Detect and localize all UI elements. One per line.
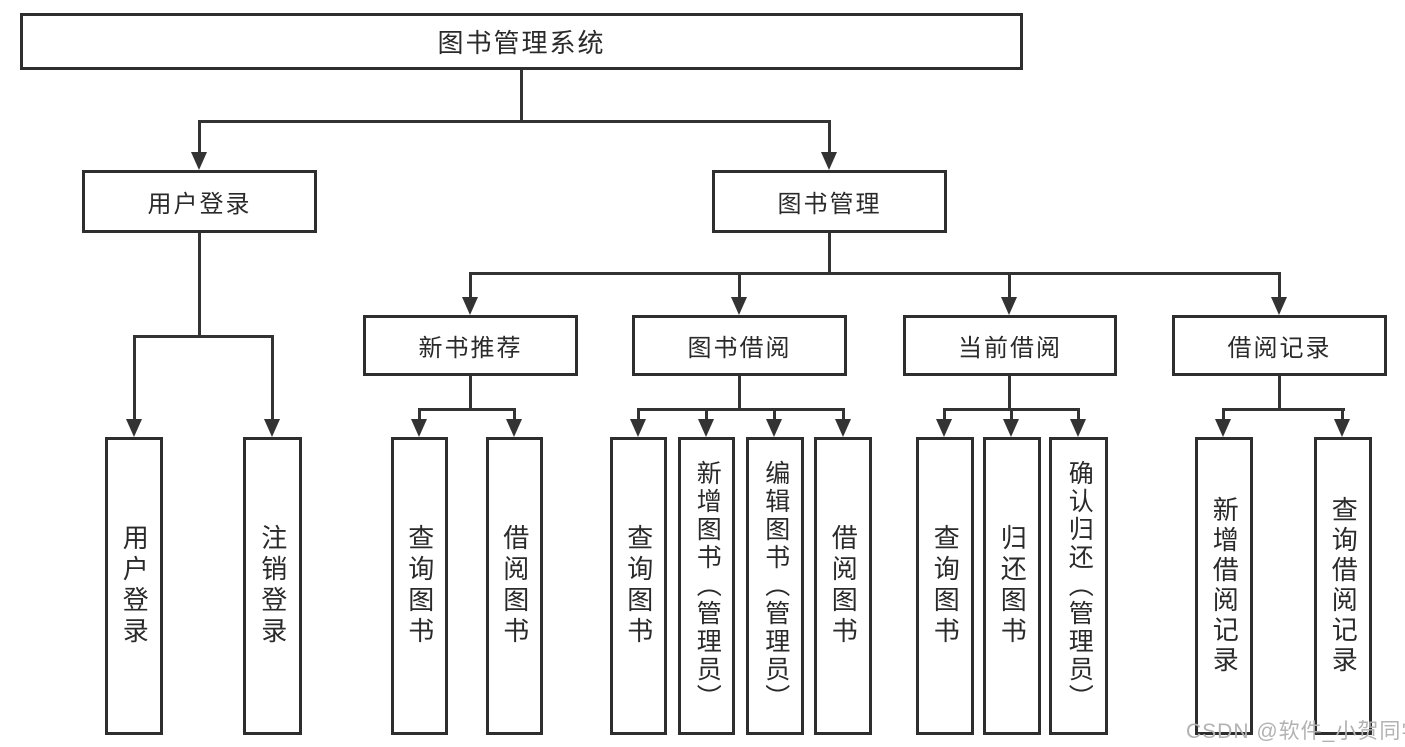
connector-line [469,376,472,410]
arrow-down-icon [1271,297,1287,315]
arrow-down-icon [630,419,646,437]
connector-line [418,408,421,421]
node-current-borrow-label: 当前借阅 [958,335,1062,362]
node-book-borrow: 图书借阅 [632,315,847,376]
connector-line [1278,272,1281,299]
connector-line [705,408,708,421]
leaf-edit-book-admin: 编辑图书（管理员） [746,437,804,735]
connector-line [271,335,274,421]
node-borrow-records: 借阅记录 [1172,315,1387,376]
connector-line [1222,408,1345,411]
connector-line [637,408,845,411]
arrow-down-icon [411,419,427,437]
arrow-down-icon [1001,297,1017,315]
node-user-login-label: 用户登录 [147,191,252,218]
arrow-down-icon [462,297,478,315]
arrow-down-icon [506,419,522,437]
connector-line [1222,408,1225,421]
connector-line [943,408,946,421]
node-book-management-label: 图书管理 [777,191,882,218]
node-root-label: 图书管理系统 [437,28,606,58]
node-book-borrow-label: 图书借阅 [687,335,792,362]
node-new-book-recommend-label: 新书推荐 [418,335,523,362]
arrow-down-icon [191,152,207,170]
node-user-login: 用户登录 [82,170,317,233]
leaf-query-borrow-record: 查询借阅记录 [1314,437,1372,735]
connector-line [198,120,201,154]
leaf-label: 新增借阅记录 [1209,496,1240,676]
leaf-query-book-1: 查询图书 [391,437,448,735]
node-current-borrow: 当前借阅 [903,315,1117,376]
connector-line [1341,408,1344,421]
leaf-label: 注销登录 [257,524,288,648]
leaf-logout: 注销登录 [243,437,302,735]
leaf-label: 编辑图书（管理员） [761,460,790,712]
leaf-label: 查询图书 [404,524,435,648]
leaf-label: 用户登录 [119,524,150,648]
leaf-label: 查询借阅记录 [1328,496,1359,676]
leaf-label: 借阅图书 [499,524,530,648]
node-root: 图书管理系统 [20,13,1023,70]
connector-line [513,408,516,421]
connector-line [637,408,640,421]
leaf-label: 查询图书 [623,524,654,648]
arrow-down-icon [821,152,837,170]
arrow-down-icon [126,419,142,437]
connector-line [198,120,831,123]
leaf-query-book-2: 查询图书 [610,437,667,735]
connector-line [469,272,1281,275]
leaf-return-book: 归还图书 [983,437,1041,735]
arrow-down-icon [1003,419,1019,437]
leaf-borrow-book-2: 借阅图书 [814,437,872,735]
leaf-label: 确认归还（管理员） [1065,460,1094,712]
arrow-down-icon [698,419,714,437]
connector-line [133,335,136,421]
connector-line [469,272,472,299]
connector-line [198,233,201,335]
arrow-down-icon [835,419,851,437]
arrow-down-icon [1215,419,1231,437]
arrow-down-icon [936,419,952,437]
connector-line [1008,272,1011,299]
connector-line [418,408,516,411]
connector-line [773,408,776,421]
leaf-label: 查询图书 [930,524,961,648]
node-new-book-recommend: 新书推荐 [363,315,578,376]
arrow-down-icon [1070,419,1086,437]
arrow-down-icon [1334,419,1350,437]
arrow-down-icon [766,419,782,437]
connector-line [738,376,741,410]
leaf-borrow-book-1: 借阅图书 [486,437,543,735]
connector-line [828,233,831,274]
node-borrow-records-label: 借阅记录 [1227,335,1332,362]
arrow-down-icon [731,297,747,315]
connector-line [520,70,523,123]
node-book-management: 图书管理 [712,170,947,233]
leaf-label: 借阅图书 [828,524,859,648]
connector-line [1278,376,1281,410]
connector-line [1077,408,1080,421]
connector-line [842,408,845,421]
leaf-user-login: 用户登录 [105,437,163,735]
leaf-query-book-3: 查询图书 [916,437,974,735]
connector-line [828,120,831,154]
connector-line [133,335,274,338]
leaf-add-borrow-record: 新增借阅记录 [1195,437,1253,735]
leaf-label: 归还图书 [997,524,1028,648]
connector-line [1010,408,1013,421]
connector-line [1008,376,1011,410]
leaf-add-book-admin: 新增图书（管理员） [678,437,735,735]
connector-line [738,272,741,299]
leaf-label: 新增图书（管理员） [693,460,722,712]
arrow-down-icon [264,419,280,437]
leaf-confirm-return-admin: 确认归还（管理员） [1049,437,1108,735]
csdn-watermark: CSDN @软件_小贺同学 [1186,720,1405,743]
